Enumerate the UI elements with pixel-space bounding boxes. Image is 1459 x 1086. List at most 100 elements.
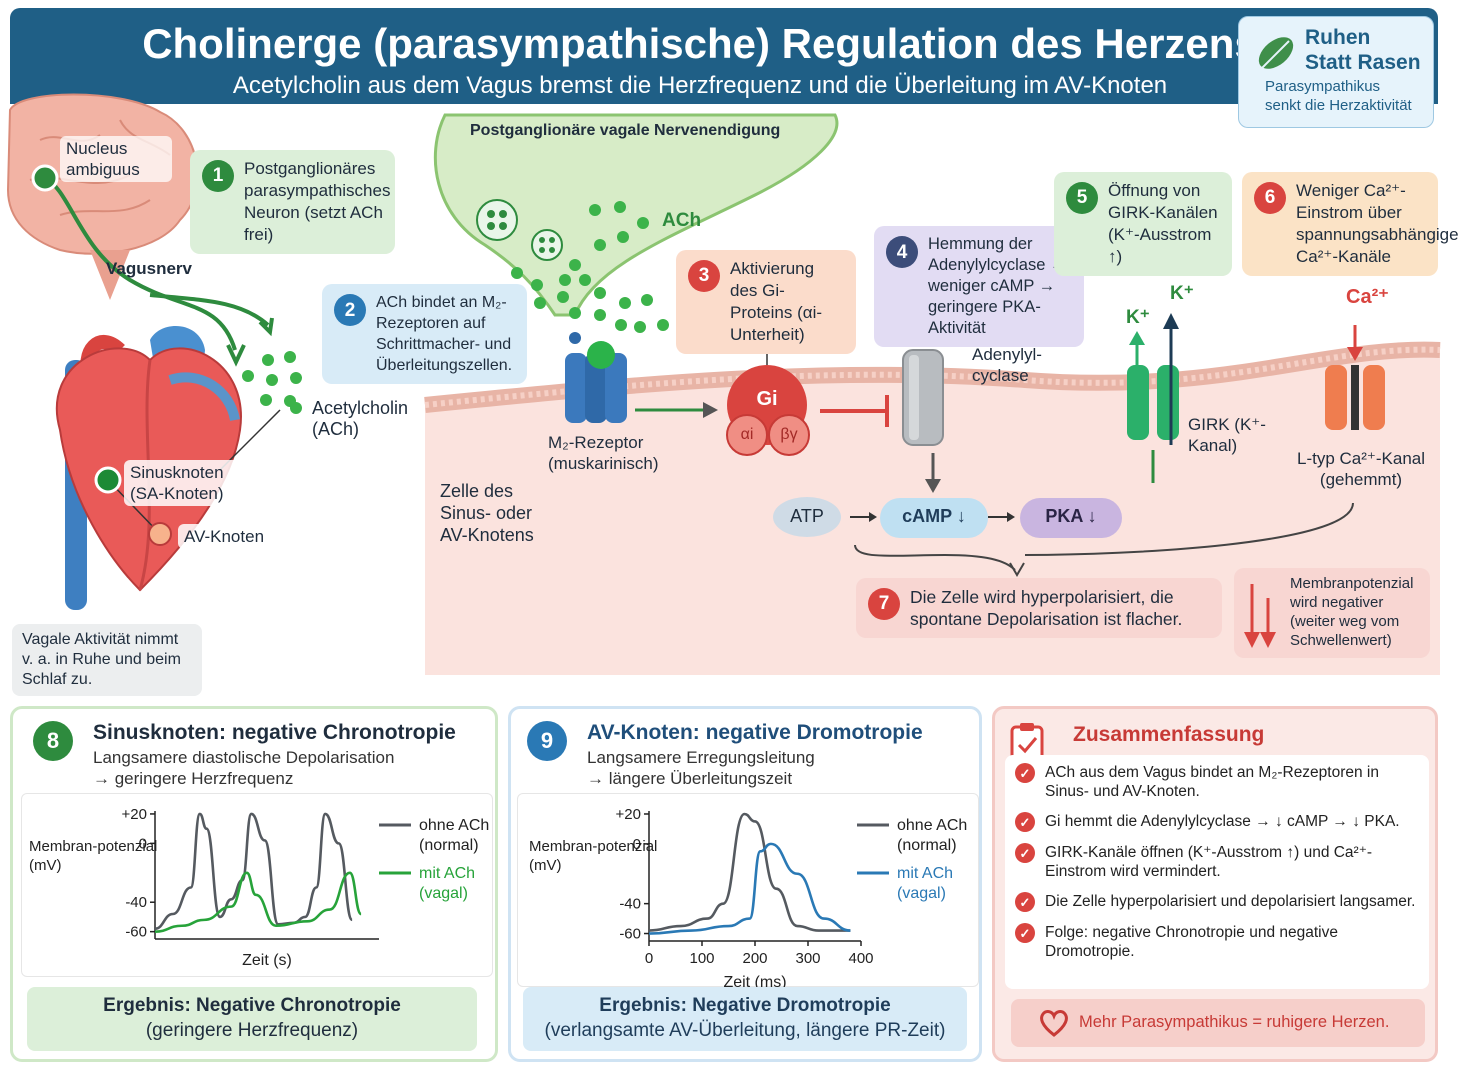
vagus-nerve-path (43, 176, 237, 351)
chart-9-frame (517, 793, 979, 987)
page-title: Cholinerge (parasympathische) Regulation… (142, 20, 1258, 67)
step-6-box: 6 Weniger Ca²⁺-Einstrom über spannungsab… (1242, 172, 1459, 276)
y-tick-label: -60 (619, 926, 641, 943)
check-icon: ✓ (1015, 892, 1035, 912)
atp-label: ATP (790, 506, 824, 526)
panel-8-result: Ergebnis: Negative Chronotropie(geringer… (27, 987, 477, 1051)
x-axis-label: Zeit (s) (242, 952, 292, 969)
summary-item: ✓GIRK-Kanäle öffnen (K⁺-Ausstrom ↑) und … (1015, 843, 1425, 881)
step-text: Aktivierung des Gi-Proteins (αi-Unterhei… (730, 259, 823, 344)
y-tick-label: 0 (633, 836, 641, 853)
nucleus-label: Nucleus ambiguus (60, 136, 172, 182)
heart-outline-icon (1040, 1010, 1068, 1037)
y-axis-label: Membran-potenzial(mV) (529, 838, 657, 874)
summary-title: Zusammenfassung (1073, 723, 1265, 746)
series-line (648, 812, 851, 932)
step-5-box: 5 Öffnung von GIRK-Kanälen (K⁺-Ausstrom … (1054, 172, 1232, 276)
step-number: 3 (688, 260, 720, 292)
legend-label: mit ACh(vagal) (897, 865, 953, 902)
summary-list-bg (1005, 755, 1429, 989)
y-tick-label: +20 (122, 806, 147, 823)
check-icon: ✓ (1015, 812, 1035, 832)
y-tick-label: -40 (125, 894, 147, 911)
pka-pill (1020, 498, 1122, 538)
ca-ion-label: Ca²⁺ (1346, 286, 1389, 308)
summary-footer: Mehr Parasympathikus = ruhigere Herzen. (1011, 999, 1425, 1047)
step-1-box: 1 Postganglionäres parasympathisches Neu… (190, 150, 395, 254)
summary-footer-text: Mehr Parasympathikus = ruhigere Herzen. (1079, 1013, 1390, 1031)
summary-item: ✓ACh aus dem Vagus bindet an M₂-Rezeptor… (1015, 763, 1425, 801)
legend-label: mit ACh(vagal) (419, 865, 475, 902)
step-2-box: 2 ACh bindet an M₂-Rezeptoren auf Schrit… (322, 284, 527, 384)
summary-panel: Zusammenfassung ✓ACh aus dem Vagus binde… (992, 706, 1438, 1062)
step-number: 4 (886, 236, 918, 268)
panel-9-subtitle: Langsamere Erregungsleitung→ längere Übe… (587, 748, 815, 788)
y-tick-label: -60 (125, 924, 147, 941)
step-number: 1 (202, 160, 234, 192)
step-text: Postganglionäres parasympathisches Neuro… (244, 159, 391, 244)
panel-8-number: 8 (33, 721, 73, 761)
nerve-ending-label: Postganglionäre vagale Nervenendigung (470, 122, 781, 139)
membrane-note-box: Membranpotenzial wird negativer (weiter … (1234, 568, 1430, 658)
k-ion-label-2: K⁺ (1170, 283, 1194, 304)
ach-label: Acetylcholin (ACh) (312, 398, 409, 439)
check-icon: ✓ (1015, 923, 1035, 943)
step-number: 7 (868, 588, 900, 620)
sa-node-label: Sinusknoten (SA-Knoten) (124, 460, 246, 506)
step-text: Hemmung der Adenylylcyclase → weniger cA… (928, 235, 1067, 337)
panel-8-subtitle: Langsamere diastolische Depolarisation→ … (93, 748, 395, 788)
anatomy-illustration (6, 93, 302, 610)
summary-item: ✓Die Zelle hyperpolarisiert und depolari… (1015, 892, 1425, 912)
pka-label: PKA ↓ (1045, 506, 1097, 526)
vagal-note: Vagale Aktivität nimmt v. a. in Ruhe und… (12, 624, 202, 696)
m2-receptor-label: M₂-Rezeptor (muskarinisch) (548, 433, 659, 473)
x-tick-label: 200 (742, 950, 767, 967)
series-line (154, 871, 363, 933)
y-tick-label: +20 (616, 806, 641, 823)
series-line (648, 842, 851, 935)
step-text: ACh bindet an M₂-Rezeptoren auf Schrittm… (376, 294, 513, 374)
panel-9: 9 AV-Knoten: negative Dromotropie Langsa… (508, 706, 982, 1062)
legend-label: ohne ACh(normal) (419, 817, 489, 854)
beta-gamma-label: βγ (780, 426, 798, 443)
adenylyl-cyclase-icon (902, 349, 944, 446)
step-4-box: 4 Hemmung der Adenylylcyclase → weniger … (874, 226, 1084, 347)
girk-channel-icon (1127, 365, 1179, 440)
nucleus-dot (31, 164, 59, 192)
step-3-box: 3 Aktivierung des Gi-Proteins (αi-Unterh… (676, 250, 856, 354)
x-tick-label: 100 (689, 950, 714, 967)
x-axis-label: Zeit (ms) (723, 974, 786, 991)
summary-list: ✓ACh aus dem Vagus bindet an M₂-Rezeptor… (1015, 763, 1425, 961)
y-tick-label: 0 (139, 835, 147, 852)
step-number: 2 (334, 294, 366, 326)
gi-protein-icon (726, 365, 810, 456)
summary-item: ✓Gi hemmt die Adenylylcyclase → ↓ cAMP →… (1015, 812, 1425, 832)
step-text: Weniger Ca²⁺-Einstrom über spannungsabhä… (1296, 181, 1459, 266)
panel-9-result: Ergebnis: Negative Dromotropie(verlangsa… (523, 987, 967, 1051)
ca-channel-icon (1325, 365, 1385, 430)
atp-pill (773, 497, 841, 537)
adenylyl-label: Adenylyl-cyclase (972, 345, 1042, 385)
step-number: 6 (1254, 182, 1286, 214)
step-number: 5 (1066, 182, 1098, 214)
alpha-label: αi (740, 426, 754, 443)
ltype-channel-label: L-typ Ca²⁺-Kanal (gehemmt) (1296, 449, 1426, 489)
av-node-dot (148, 522, 172, 546)
av-node-label: AV-Knoten (178, 524, 271, 549)
vagus-label: Vagusnerv (106, 259, 192, 278)
m2-receptor-icon (565, 332, 627, 423)
panel-9-number: 9 (527, 721, 567, 761)
x-tick-label: 400 (848, 950, 873, 967)
header-banner: Cholinerge (parasympathische) Regulation… (10, 8, 1438, 104)
membrane-note-text: Membranpotenzial wird negativer (weiter … (1290, 575, 1414, 649)
summary-item: ✓Folge: negative Chronotropie und negati… (1015, 923, 1425, 961)
step-text: Öffnung von GIRK-Kanälen (K⁺-Ausstrom ↑) (1108, 181, 1218, 266)
x-tick-label: 0 (645, 950, 653, 967)
page-subtitle: Acetylcholin aus dem Vagus bremst die He… (232, 72, 1168, 99)
step-text: Die Zelle wird hyperpolarisiert, die spo… (910, 587, 1183, 629)
leaf-icon (1258, 37, 1294, 70)
check-icon: ✓ (1015, 843, 1035, 863)
step-7-box: 7 Die Zelle wird hyperpolarisiert, die s… (856, 578, 1222, 638)
